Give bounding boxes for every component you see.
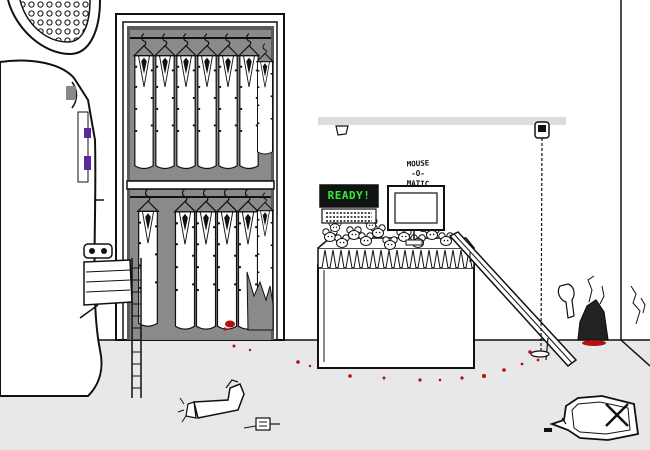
blood-splatter-icon	[225, 320, 235, 328]
wall-crack-right-2	[640, 297, 646, 314]
wall-shelf	[318, 117, 566, 125]
grill-teeth	[321, 249, 473, 269]
machine-hopper[interactable]	[387, 185, 445, 246]
wall-crack-right	[630, 285, 641, 325]
blood-splatter-icon	[232, 344, 540, 382]
keypad-icon[interactable]	[321, 208, 377, 224]
wall-floor-seam	[620, 339, 650, 367]
small-mouse-figure	[557, 283, 575, 319]
chute-ramp-icon[interactable]	[448, 231, 578, 368]
robot-arm	[7, 0, 101, 56]
torn-robe	[246, 271, 274, 331]
mouse-hole-icon[interactable]	[557, 275, 609, 346]
poison-bottle-icon[interactable]	[544, 395, 640, 441]
monitor-screen-icon[interactable]	[319, 184, 379, 208]
shelf-bracket	[335, 125, 349, 136]
small-device-icon[interactable]	[243, 417, 280, 431]
severed-arm-icon[interactable]	[177, 379, 245, 423]
closet-shelf	[126, 180, 275, 190]
lamp-pole-icon[interactable]	[530, 121, 550, 358]
robot-coil	[19, 0, 91, 43]
ladder	[131, 258, 142, 398]
blood-splatter-icon	[582, 340, 606, 346]
robot-body-icon[interactable]	[0, 0, 104, 397]
robot-light-purple	[84, 128, 91, 138]
